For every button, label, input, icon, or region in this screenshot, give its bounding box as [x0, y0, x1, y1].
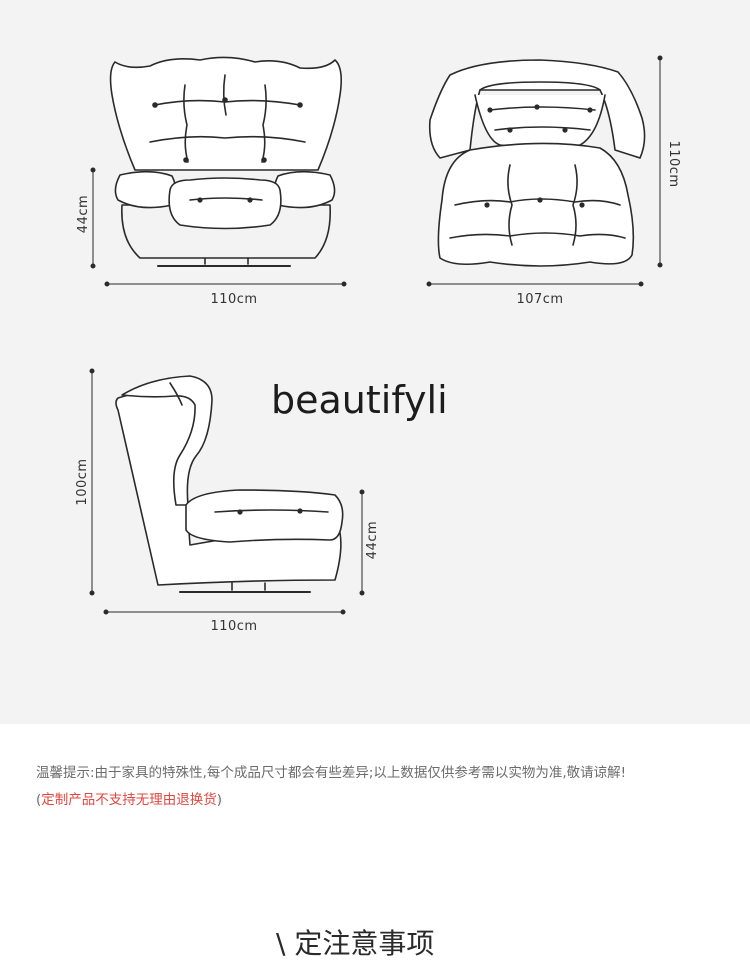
side-view-drawing	[115, 375, 344, 593]
watermark-text: beautifyli	[271, 378, 448, 422]
side-view-dimension-lines	[89, 368, 365, 615]
side-seat-height-label: 44cm	[365, 521, 380, 559]
front-seat-height-label: 44cm	[76, 195, 91, 233]
side-width-label: 110cm	[210, 619, 257, 634]
top-view-dimension-lines	[426, 55, 663, 287]
front-view-dimension-lines	[90, 167, 347, 287]
front-view-drawing	[109, 56, 342, 267]
top-view-drawing	[428, 59, 646, 267]
notice-close: )	[216, 792, 223, 808]
side-height-label: 100cm	[75, 458, 90, 505]
top-depth-label: 107cm	[516, 292, 563, 307]
notice-warning: 定制产品不支持无理由退换货	[41, 792, 217, 808]
dimension-diagram-panel: 44cm 110cm 107cm 110cm 100cm 44cm 110cm …	[0, 0, 750, 724]
top-length-label: 110cm	[666, 140, 681, 187]
section-heading: \ 定注意事项	[276, 927, 435, 960]
notice-text: 温馨提示:由于家具的特殊性,每个成品尺寸都会有些差异;以上数据仅供参考需以实物为…	[36, 765, 627, 808]
size-notice: 温馨提示:由于家具的特殊性,每个成品尺寸都会有些差异;以上数据仅供参考需以实物为…	[36, 760, 636, 814]
front-width-label: 110cm	[210, 292, 257, 307]
sofa-dimension-drawings: 44cm 110cm 107cm 110cm 100cm 44cm 110cm	[75, 55, 681, 634]
